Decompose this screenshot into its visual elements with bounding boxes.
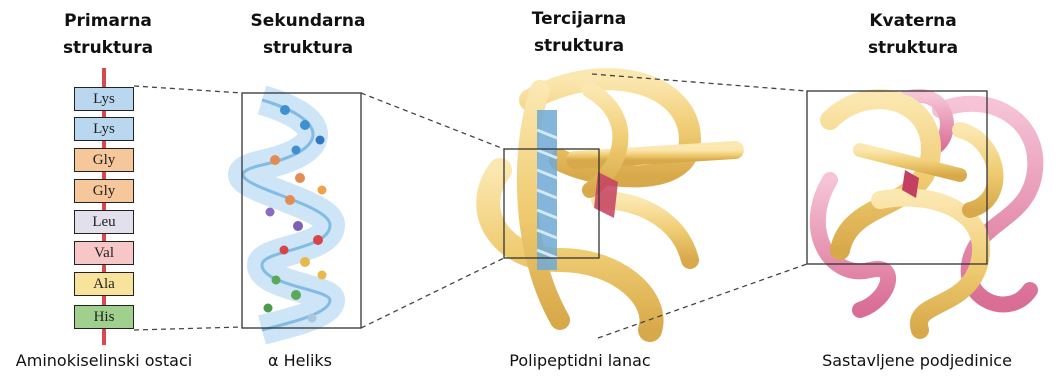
primary-caption: Aminokiselinski ostaci (4, 351, 204, 370)
residue-label: Lys (93, 91, 115, 107)
residue-box: Gly (74, 148, 134, 172)
residue-label: Ala (93, 276, 115, 292)
residue-label: Val (94, 245, 114, 261)
residue-box: Val (74, 241, 134, 265)
residue-label: Gly (93, 152, 116, 168)
connector-primary-top (134, 86, 242, 93)
residue-label: Gly (93, 183, 116, 199)
residue-box: His (74, 305, 134, 329)
connector-secondary-bottom (361, 258, 504, 328)
tertiary-caption: Polipeptidni lanac (500, 351, 660, 370)
connector-secondary-top (361, 93, 504, 149)
residue-box: Gly (74, 179, 134, 203)
residue-box: Leu (74, 210, 134, 234)
secondary-caption: α Heliks (230, 351, 370, 370)
quaternary-subunits-drawing (818, 96, 1036, 330)
residue-label: Lys (93, 121, 115, 137)
connector-primary-bottom (134, 327, 242, 330)
residue-label: Leu (92, 214, 115, 230)
residue-box: Lys (74, 117, 134, 141)
tertiary-chain-drawing (488, 79, 735, 330)
residue-box: Ala (74, 272, 134, 296)
quaternary-caption: Sastavljene podjedinice (812, 351, 1022, 370)
alpha-helix-drawing (243, 100, 330, 330)
residue-label: His (94, 309, 115, 325)
residue-box: Lys (74, 87, 134, 111)
